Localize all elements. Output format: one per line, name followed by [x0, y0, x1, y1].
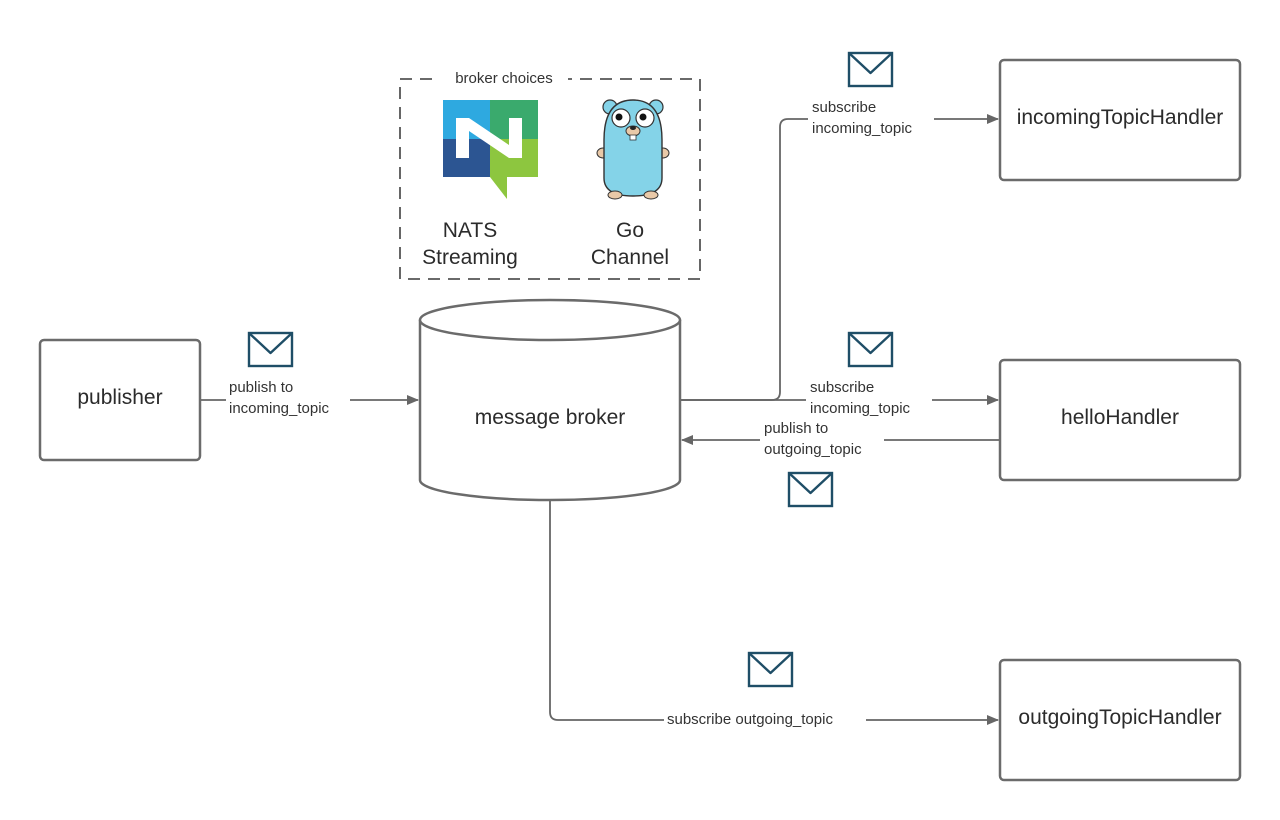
envelope-icon — [847, 331, 894, 368]
nats-label-line1: NATS — [443, 219, 497, 242]
publish-outgoing-label-line1: publish to — [764, 420, 828, 437]
incoming-topic-handler-node: incomingTopicHandler — [998, 58, 1242, 182]
edge-broker-to-incoming-handler — [680, 114, 999, 401]
incoming-topic-handler-label: incomingTopicHandler — [1017, 106, 1224, 129]
go-label-line2: Channel — [591, 246, 669, 269]
subscribe-outgoing-label: subscribe outgoing_topic — [667, 711, 833, 728]
edge-labels: publish to incoming_topic subscribe inco… — [226, 96, 934, 730]
subscribe-incoming-hello-label-line2: incoming_topic — [810, 400, 911, 417]
go-label-line1: Go — [616, 219, 644, 242]
broker-choices-group: broker choices NATS Streaming — [399, 66, 701, 280]
hello-handler-label: helloHandler — [1061, 406, 1179, 429]
subscribe-incoming-top-label-line2: incoming_topic — [812, 120, 913, 137]
nats-logo-icon — [443, 100, 538, 199]
subscribe-incoming-hello-label-line1: subscribe — [810, 379, 874, 396]
envelope-icon — [787, 471, 834, 508]
hello-handler-node: helloHandler — [998, 358, 1242, 482]
envelope-icon — [847, 51, 894, 88]
publish-outgoing-label-line2: outgoing_topic — [764, 441, 862, 458]
envelope-icon — [247, 331, 294, 368]
publisher-node: publisher — [38, 338, 202, 462]
outgoing-topic-handler-label: outgoingTopicHandler — [1018, 706, 1221, 729]
message-broker-label: message broker — [475, 406, 626, 429]
broker-choices-title: broker choices — [455, 70, 553, 87]
gopher-icon — [596, 99, 670, 200]
publish-incoming-label-line1: publish to — [229, 379, 293, 396]
envelope-icon — [747, 651, 794, 688]
publish-incoming-label-line2: incoming_topic — [229, 400, 330, 417]
edge-broker-to-outgoing-handler — [549, 500, 999, 725]
publisher-label: publisher — [77, 386, 162, 409]
subscribe-incoming-top-label-line1: subscribe — [812, 99, 876, 116]
message-broker-node: message broker — [418, 298, 682, 502]
outgoing-topic-handler-node: outgoingTopicHandler — [998, 658, 1242, 782]
nats-label-line2: Streaming — [422, 246, 518, 269]
